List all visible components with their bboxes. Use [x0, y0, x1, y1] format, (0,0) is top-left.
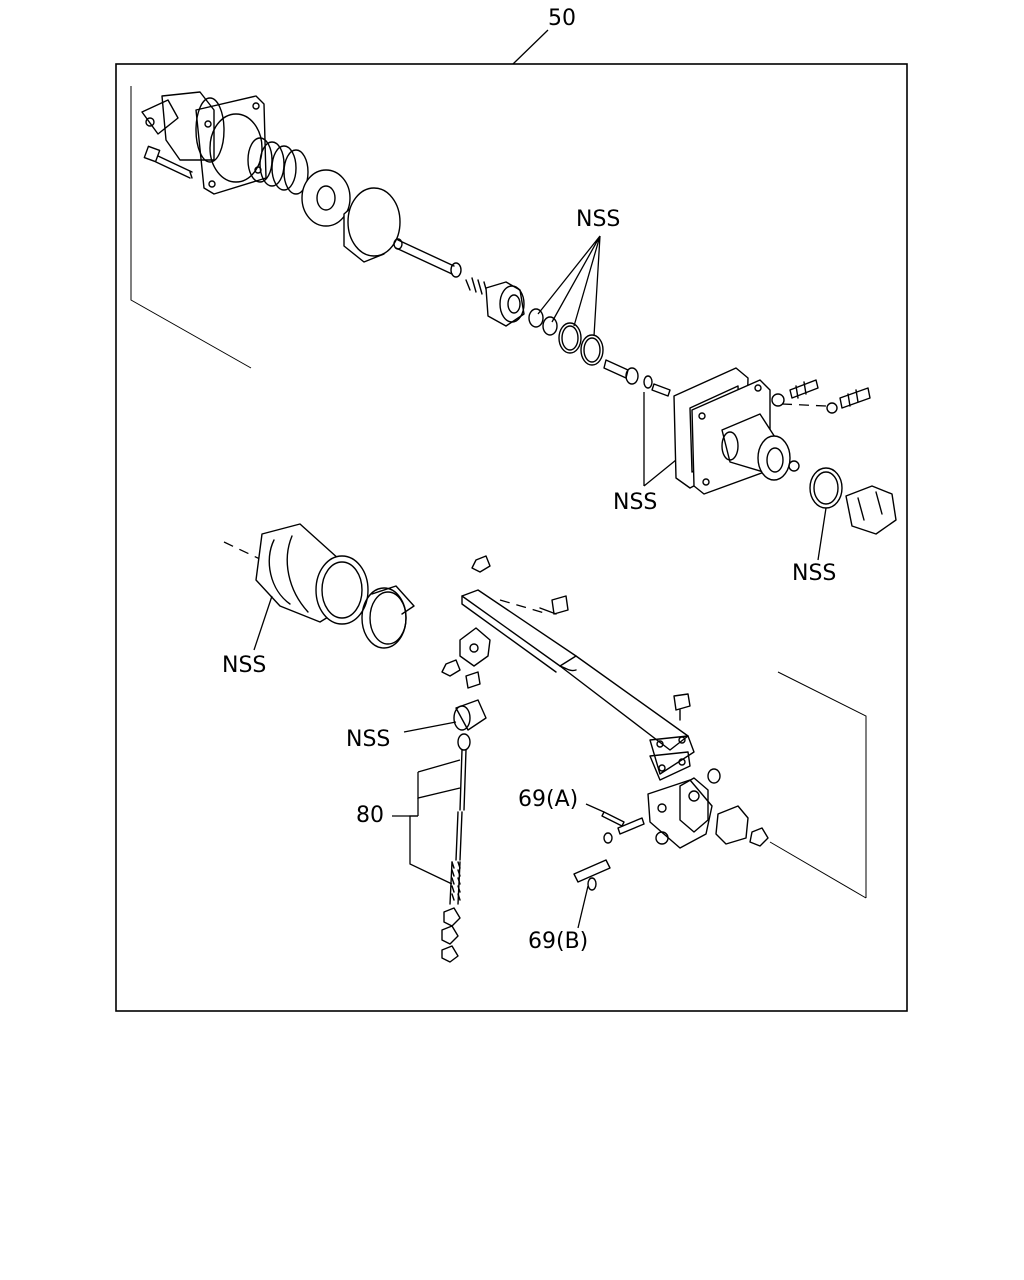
nss-cap-label: NSS [346, 727, 390, 752]
valve-body [485, 281, 525, 327]
nss-top-leaders [537, 235, 601, 337]
small-seal-ring [643, 375, 653, 389]
lever-nut-top [471, 555, 491, 573]
nss-boot-leader [253, 595, 273, 651]
pin-a-upper [601, 811, 625, 827]
hose-clamp [361, 585, 415, 649]
pin-a-sleeve [603, 832, 613, 844]
assembly-number-label: 50 [548, 6, 576, 31]
cap-gasket [809, 467, 843, 509]
nss-boot-label: NSS [222, 653, 266, 678]
flange-bolt [143, 145, 193, 179]
valve-spring [465, 277, 489, 297]
pin-b [573, 859, 611, 883]
clevis-fork [647, 777, 713, 849]
fitting-dash-line [781, 403, 827, 407]
mounting-flange [195, 95, 267, 195]
bleeder-fitting-1 [789, 379, 819, 399]
clevis-housing [141, 91, 225, 163]
lever-bolt-top [539, 595, 569, 615]
lever-arm [461, 589, 695, 781]
bracket-nut [441, 659, 461, 677]
bracket-bolt [465, 671, 481, 689]
port-ball [788, 460, 800, 472]
right-boundary-return [769, 841, 867, 899]
bleeder-fitting-2 [839, 387, 871, 409]
bracket [459, 627, 491, 667]
boot-dash-line [223, 541, 263, 561]
lever-bolt-right [673, 693, 691, 721]
adjuster-block [715, 805, 749, 845]
nss-cap-leader [403, 721, 457, 733]
rod-number-label: 80 [356, 803, 384, 828]
pin-a-leader [585, 803, 605, 813]
left-boundary-line [130, 86, 252, 369]
fork-nut [655, 831, 669, 845]
adjuster-nut [749, 827, 769, 847]
lever-dash-line [499, 599, 549, 615]
port-washer [771, 393, 785, 407]
fork-bushing [707, 768, 721, 784]
fitting-washer [826, 402, 838, 414]
nss-mid-leaders [643, 392, 677, 487]
nss-top-label: NSS [576, 207, 620, 232]
pin-b-label: 69(B) [528, 929, 588, 954]
return-spring [247, 137, 309, 195]
threaded-rod [449, 733, 471, 905]
pin-b-end [587, 877, 597, 891]
push-rod [393, 238, 462, 278]
pin-b-leader [577, 885, 589, 929]
spring-seat [301, 169, 351, 227]
diagram-frame [115, 63, 908, 1012]
right-boundary-line [777, 671, 867, 898]
rod-end-cap [453, 699, 487, 731]
pin-a-lower [617, 817, 645, 835]
pin-a-label: 69(A) [518, 787, 578, 812]
valve-pin [651, 383, 671, 397]
rod-nuts [441, 907, 461, 963]
nss-mid-label: NSS [613, 490, 657, 515]
outlet-port [721, 413, 791, 481]
o-ring-set [528, 308, 604, 366]
nss-right-label: NSS [792, 561, 836, 586]
hex-plug [845, 485, 897, 535]
rubber-boot [255, 523, 369, 625]
piston-cup [343, 187, 401, 263]
nss-right-leader [817, 507, 827, 561]
plunger [603, 359, 639, 385]
assembly-leader [512, 29, 549, 65]
